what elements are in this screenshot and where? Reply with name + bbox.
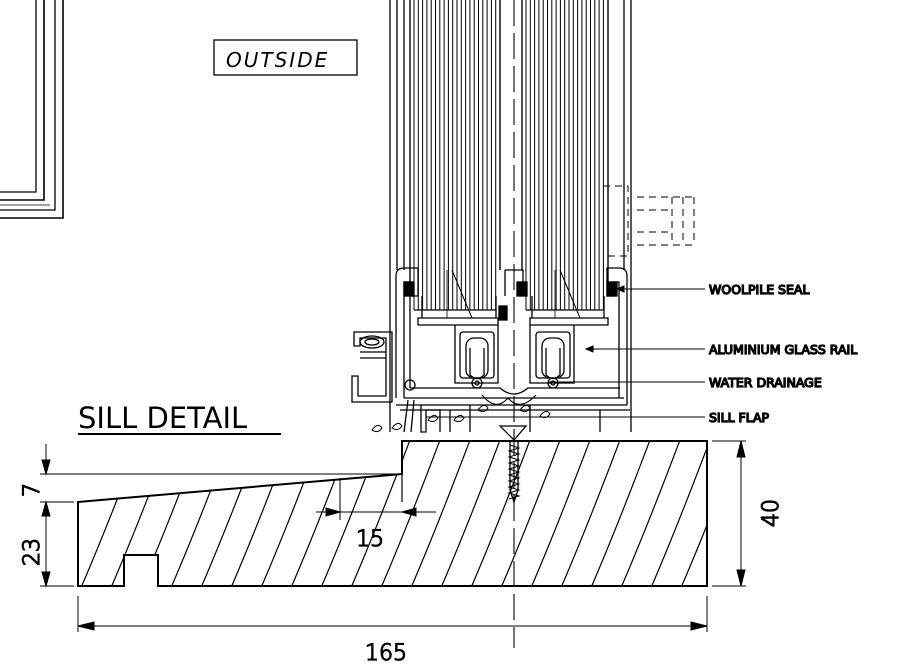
wood-grain-line [139,441,201,586]
callout-leaders [426,285,705,418]
dimension-width-165: 165 [365,641,407,666]
wood-grain-line [589,441,651,586]
callout-sill-flap: SILL FLAP [709,410,770,425]
wood-grain-line [109,441,171,586]
wood-grain-line [439,441,501,586]
outside-label: OUTSIDE [226,48,329,72]
wood-grain-line [649,441,707,586]
glass-rail-roller-left [459,331,495,389]
wood-grain-line [199,441,261,586]
glass-panel-right [521,0,609,319]
glass-panel-left [409,0,501,319]
dimension-lower-23: 23 [20,538,45,566]
wood-grain-line [289,441,351,586]
wood-grain-line [499,441,561,586]
wood-grain-line [469,441,531,586]
outside-label-box: OUTSIDE [213,39,358,76]
wood-grain-line [379,441,441,586]
glass-rail-roller-right [535,331,571,389]
water-drainage-channel [481,394,537,405]
handle-outline-dashed [603,185,695,257]
wood-grain-line [619,441,681,586]
wood-grain-line [559,441,621,586]
glass-layer-line [451,269,473,319]
wood-grain-line [409,441,471,586]
glass-layer-line [559,269,581,319]
callout-water-drainage: WATER DRAINAGE [709,375,822,390]
sill-detail-title: SILL DETAIL [78,401,247,435]
outer-frame-lines [389,0,632,432]
callout-aluminium-glass-rail: ALUMINIUM GLASS RAIL [709,342,857,357]
dimension-height-40: 40 [759,499,784,527]
wood-grain-line [79,441,141,586]
wood-grain-line [259,441,321,586]
title-block: SILL DETAIL [78,401,281,435]
timber-sill [77,440,708,587]
wood-grain-line [229,441,291,586]
wood-grain-line [529,441,591,586]
dimension-lines [40,440,746,632]
sill-flap [403,399,601,433]
dimension-slope-15: 15 [356,527,384,552]
callout-woolpile-seal: WOOLPILE SEAL [709,282,809,297]
wood-grain-line [169,441,231,586]
window-frame-corner [0,0,64,219]
outer-sill-profile [351,331,416,403]
wood-grain-line [679,441,707,586]
aluminium-frame-profile [395,267,630,411]
fixing-screw [498,425,528,505]
dimension-step-7: 7 [20,483,45,497]
